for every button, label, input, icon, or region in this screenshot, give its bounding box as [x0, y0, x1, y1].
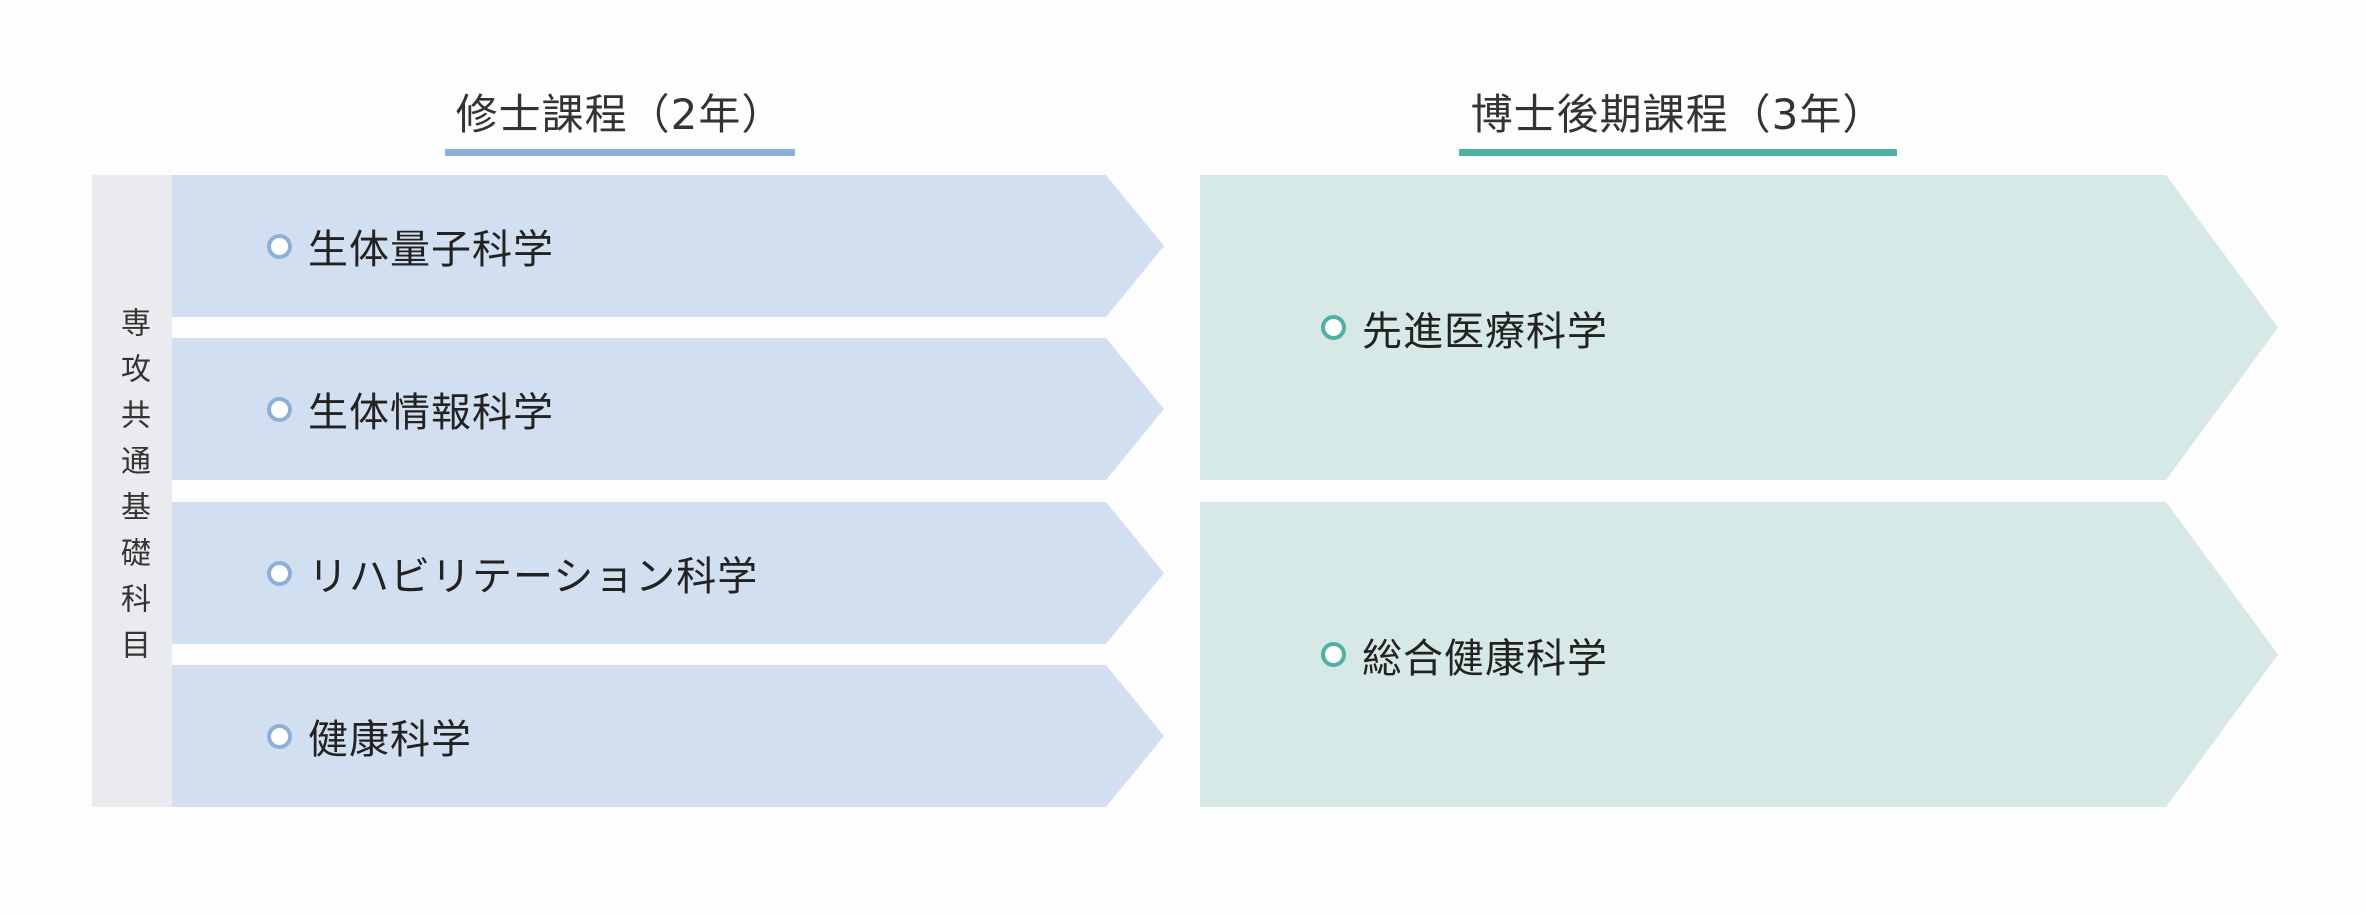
- circle-bullet-icon: [267, 233, 292, 259]
- course-label: 総合健康科学: [1362, 635, 1608, 682]
- master-course-arrow: 生体量子科学: [172, 175, 1164, 317]
- circle-bullet-icon: [267, 396, 292, 422]
- course-label: 生体量子科学: [308, 227, 554, 273]
- course-label: 先進医療科学: [1362, 308, 1608, 355]
- master-course-arrow: リハビリテーション科学: [172, 502, 1164, 644]
- circle-bullet-icon: [1321, 642, 1346, 667]
- doctoral-header-underline: [1459, 149, 1897, 156]
- course-label: 健康科学: [308, 717, 472, 763]
- circle-bullet-icon: [1321, 315, 1346, 340]
- course-label: リハビリテーション科学: [308, 554, 759, 600]
- doctoral-course-arrow: 先進医療科学: [1200, 175, 2278, 480]
- course-label: 生体情報科学: [308, 390, 554, 436]
- master-course-arrow: 生体情報科学: [172, 338, 1164, 480]
- circle-bullet-icon: [267, 723, 292, 749]
- doctoral-program-header: 博士後期課程（3年）: [1459, 88, 1897, 156]
- doctoral-course-arrow: 総合健康科学: [1200, 502, 2278, 807]
- circle-bullet-icon: [267, 560, 292, 586]
- master-course-arrow: 健康科学: [172, 665, 1164, 807]
- master-program-header: 修士課程（2年）: [445, 88, 795, 156]
- doctoral-program-title: 博士後期課程（3年）: [1470, 90, 1886, 139]
- master-header-underline: [445, 149, 795, 156]
- common-subjects-bar: 専攻共通基礎科目: [92, 175, 172, 807]
- common-subjects-label: 専攻共通基礎科目: [115, 307, 150, 675]
- master-program-title: 修士課程（2年）: [455, 90, 785, 139]
